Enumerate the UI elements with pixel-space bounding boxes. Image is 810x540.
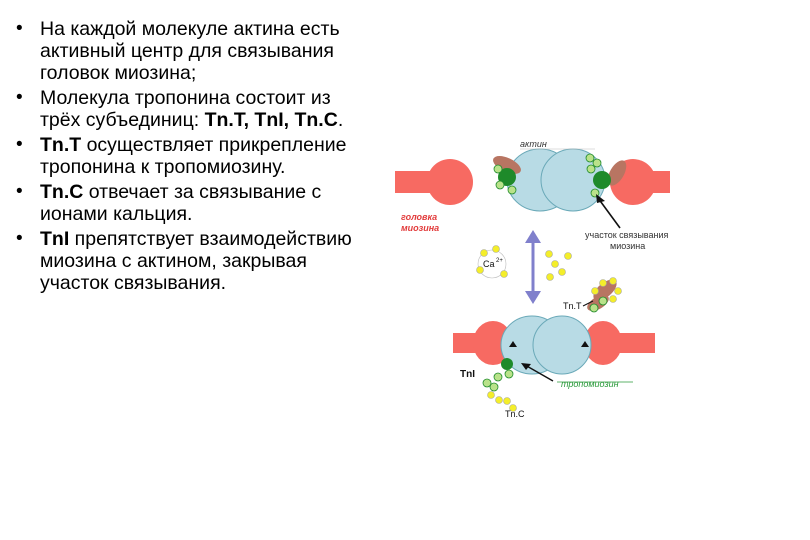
bullet-text: На каждой молекуле актина есть активный … [40,18,340,84]
bullet-dot: • [16,18,23,39]
myosin-head-left-top [395,159,473,205]
bullet-item: • TnI препятствует взаимодействию миозин… [10,228,370,294]
binding-site-arrowhead [596,194,605,203]
bullet-item: • Tn.C отвечает за связывание с ионами к… [10,181,370,225]
troponin-complex-bottom-left [482,358,517,412]
bullet-bold-text: Tn.C [40,181,84,203]
bullet-dot: • [16,87,23,108]
tropomyosin-arrow [524,364,554,382]
bullet-dot: • [16,228,23,249]
tropomyosin-arrowhead [521,363,531,370]
troponin-complex-top-right [585,153,627,198]
bullet-text: . [337,109,344,131]
troponin-complex-bottom-right [587,277,622,313]
tnc-label: Tn.C [505,409,525,419]
binding-site-label-line2: миозина [610,241,645,251]
myosin-head-label-line1: головка [401,212,437,222]
calcium-label: Ca [483,259,495,269]
tni-label: TnI [460,369,475,380]
tropomyosin-label: тропомиозин [561,379,619,389]
actin-label: актин [520,139,547,149]
bullet-item: • Молекула тропонина состоит из трёх суб… [10,87,370,131]
bullet-item: • На каждой молекуле актина есть активны… [10,18,370,84]
myosin-head-right-bottom [584,321,655,365]
troponin-complex-top-left [493,156,521,195]
troponin-diagram: актин головка миозина участок связывания… [395,139,670,419]
bullet-text: Молекула тропонина состоит из трёх субъе… [40,87,331,131]
binding-site-label-line1: участок связывания [585,230,668,240]
bullet-dot: • [16,181,23,202]
bullet-bold-text: Tn.T [40,134,82,156]
myosin-head-label-line2: миозина [401,223,439,233]
calcium-ion-group: Ca 2+ [476,245,572,281]
bullet-text: отвечает за связывание с ионами кальция. [40,181,322,225]
bullet-dot: • [16,134,23,155]
bullet-bold-text: Tn.T, TnI, Tn.C [204,109,338,131]
tnt-label: Tn.T [563,301,582,311]
bullet-text: препятствует взаимодействию миозина с ак… [40,228,352,294]
actin-molecule-bottom [500,315,592,375]
myosin-contact-right [581,341,589,347]
myosin-contact-left [509,341,517,347]
binding-site-arrow [597,197,621,229]
tnt-pointer [582,300,594,307]
bullet-text: осуществляет прикрепление тропонина к тр… [40,134,347,178]
calcium-charge-label: 2+ [496,258,503,264]
bullet-list: • На каждой молекуле актина есть активны… [10,18,370,297]
bullet-bold-text: TnI [40,228,70,250]
bullet-item: • Tn.T осуществляет прикрепление тропони… [10,134,370,178]
double-arrow [525,230,541,304]
